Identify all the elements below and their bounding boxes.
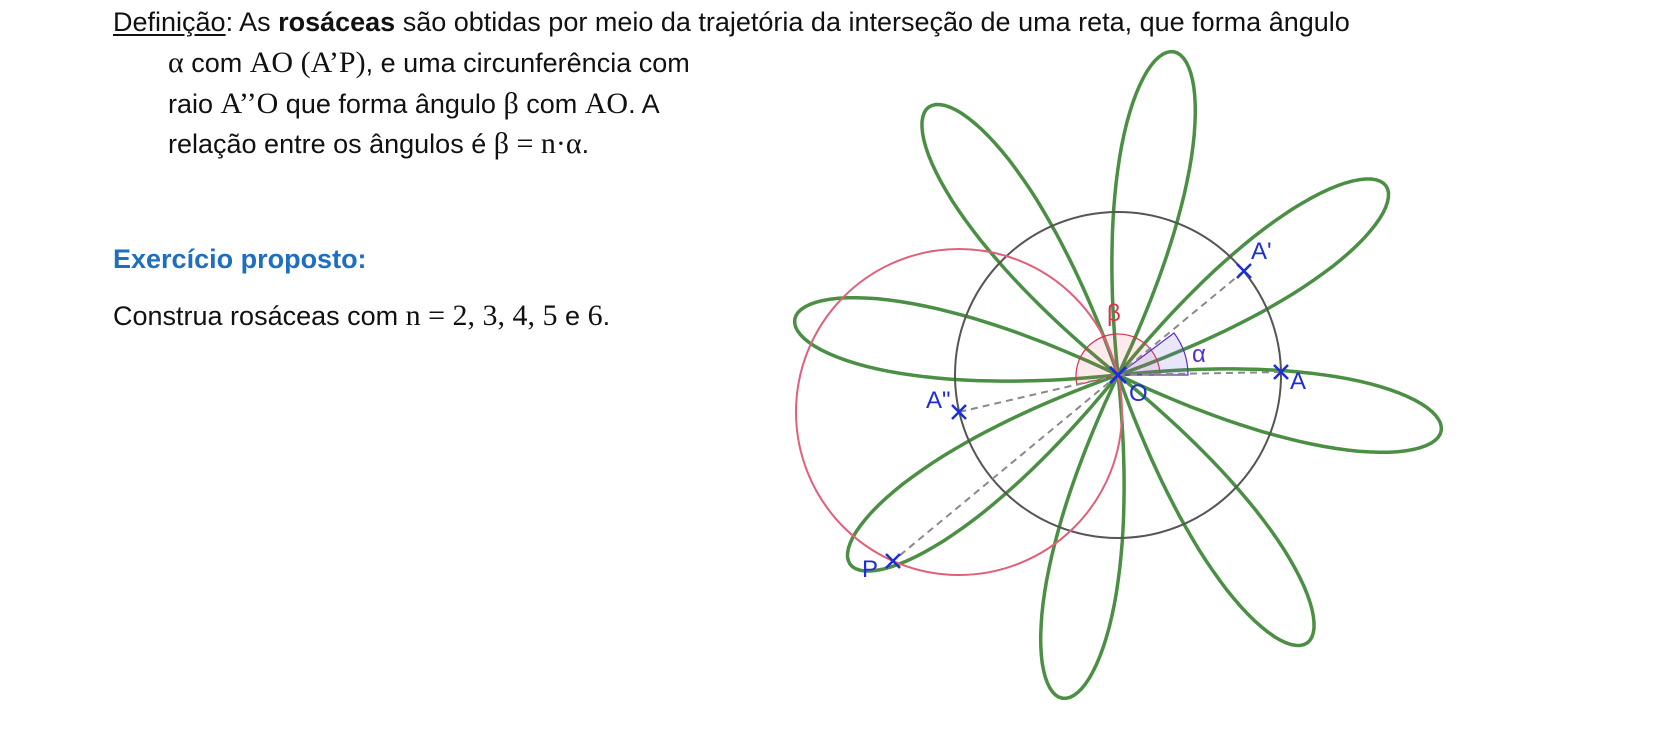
definition-line-4: relação entre os ângulos é β = n·α. [168,127,590,160]
point-markers [885,263,1289,569]
label-alpha: α [1192,341,1206,368]
rose-petal [1112,177,1391,379]
label-A: A [1290,368,1306,395]
line-O-A-double-prime [958,374,1119,413]
definition-term: Definição [113,7,226,37]
beta-angle-sector [1075,333,1161,386]
label-O: O [1129,380,1148,407]
exercise-formula: n = 2, 3, 4, 5 [405,299,558,332]
rose-petal [1038,368,1126,701]
rolling-circle [795,248,1123,576]
main-circle [954,211,1282,539]
line-O-A-prime [1117,270,1245,376]
definition-line-1: Definição: As rosáceas são obtidas por m… [113,7,1350,37]
point-P-marker [885,553,901,569]
label-beta: β [1107,300,1121,327]
point-O-marker [1108,365,1128,385]
label-A-prime: A' [1251,238,1272,265]
line-O-P [892,374,1119,562]
rose-curve [792,49,1444,701]
rose-petal [792,295,1125,383]
rosaceas-term: rosáceas [278,7,396,37]
rose-petal [1110,49,1198,382]
rose-petal [845,371,1124,573]
exercise-heading: Exercício proposto: [113,244,367,274]
rose-petal [1111,367,1444,455]
exercise-text: Construa rosáceas com n = 2, 3, 4, 5 e 6… [113,299,611,332]
construction-lines [892,270,1282,562]
definition-line-3: raio A’’O que forma ângulo β com AO. A [168,87,660,120]
label-P: P [862,556,878,583]
point-A-marker [1273,364,1289,380]
alpha-angle-sector [1116,332,1189,376]
relation-formula: β = n·α [493,127,582,160]
definition-line-2: α com AO (A’P), e uma circunferência com [168,46,690,79]
rose-petal [1114,369,1316,648]
label-A-double-prime: A" [926,387,951,414]
point-A-double-prime-marker [951,404,967,420]
point-A-prime-marker [1236,263,1252,279]
rose-petal [920,102,1122,381]
line-O-A [1117,371,1282,376]
